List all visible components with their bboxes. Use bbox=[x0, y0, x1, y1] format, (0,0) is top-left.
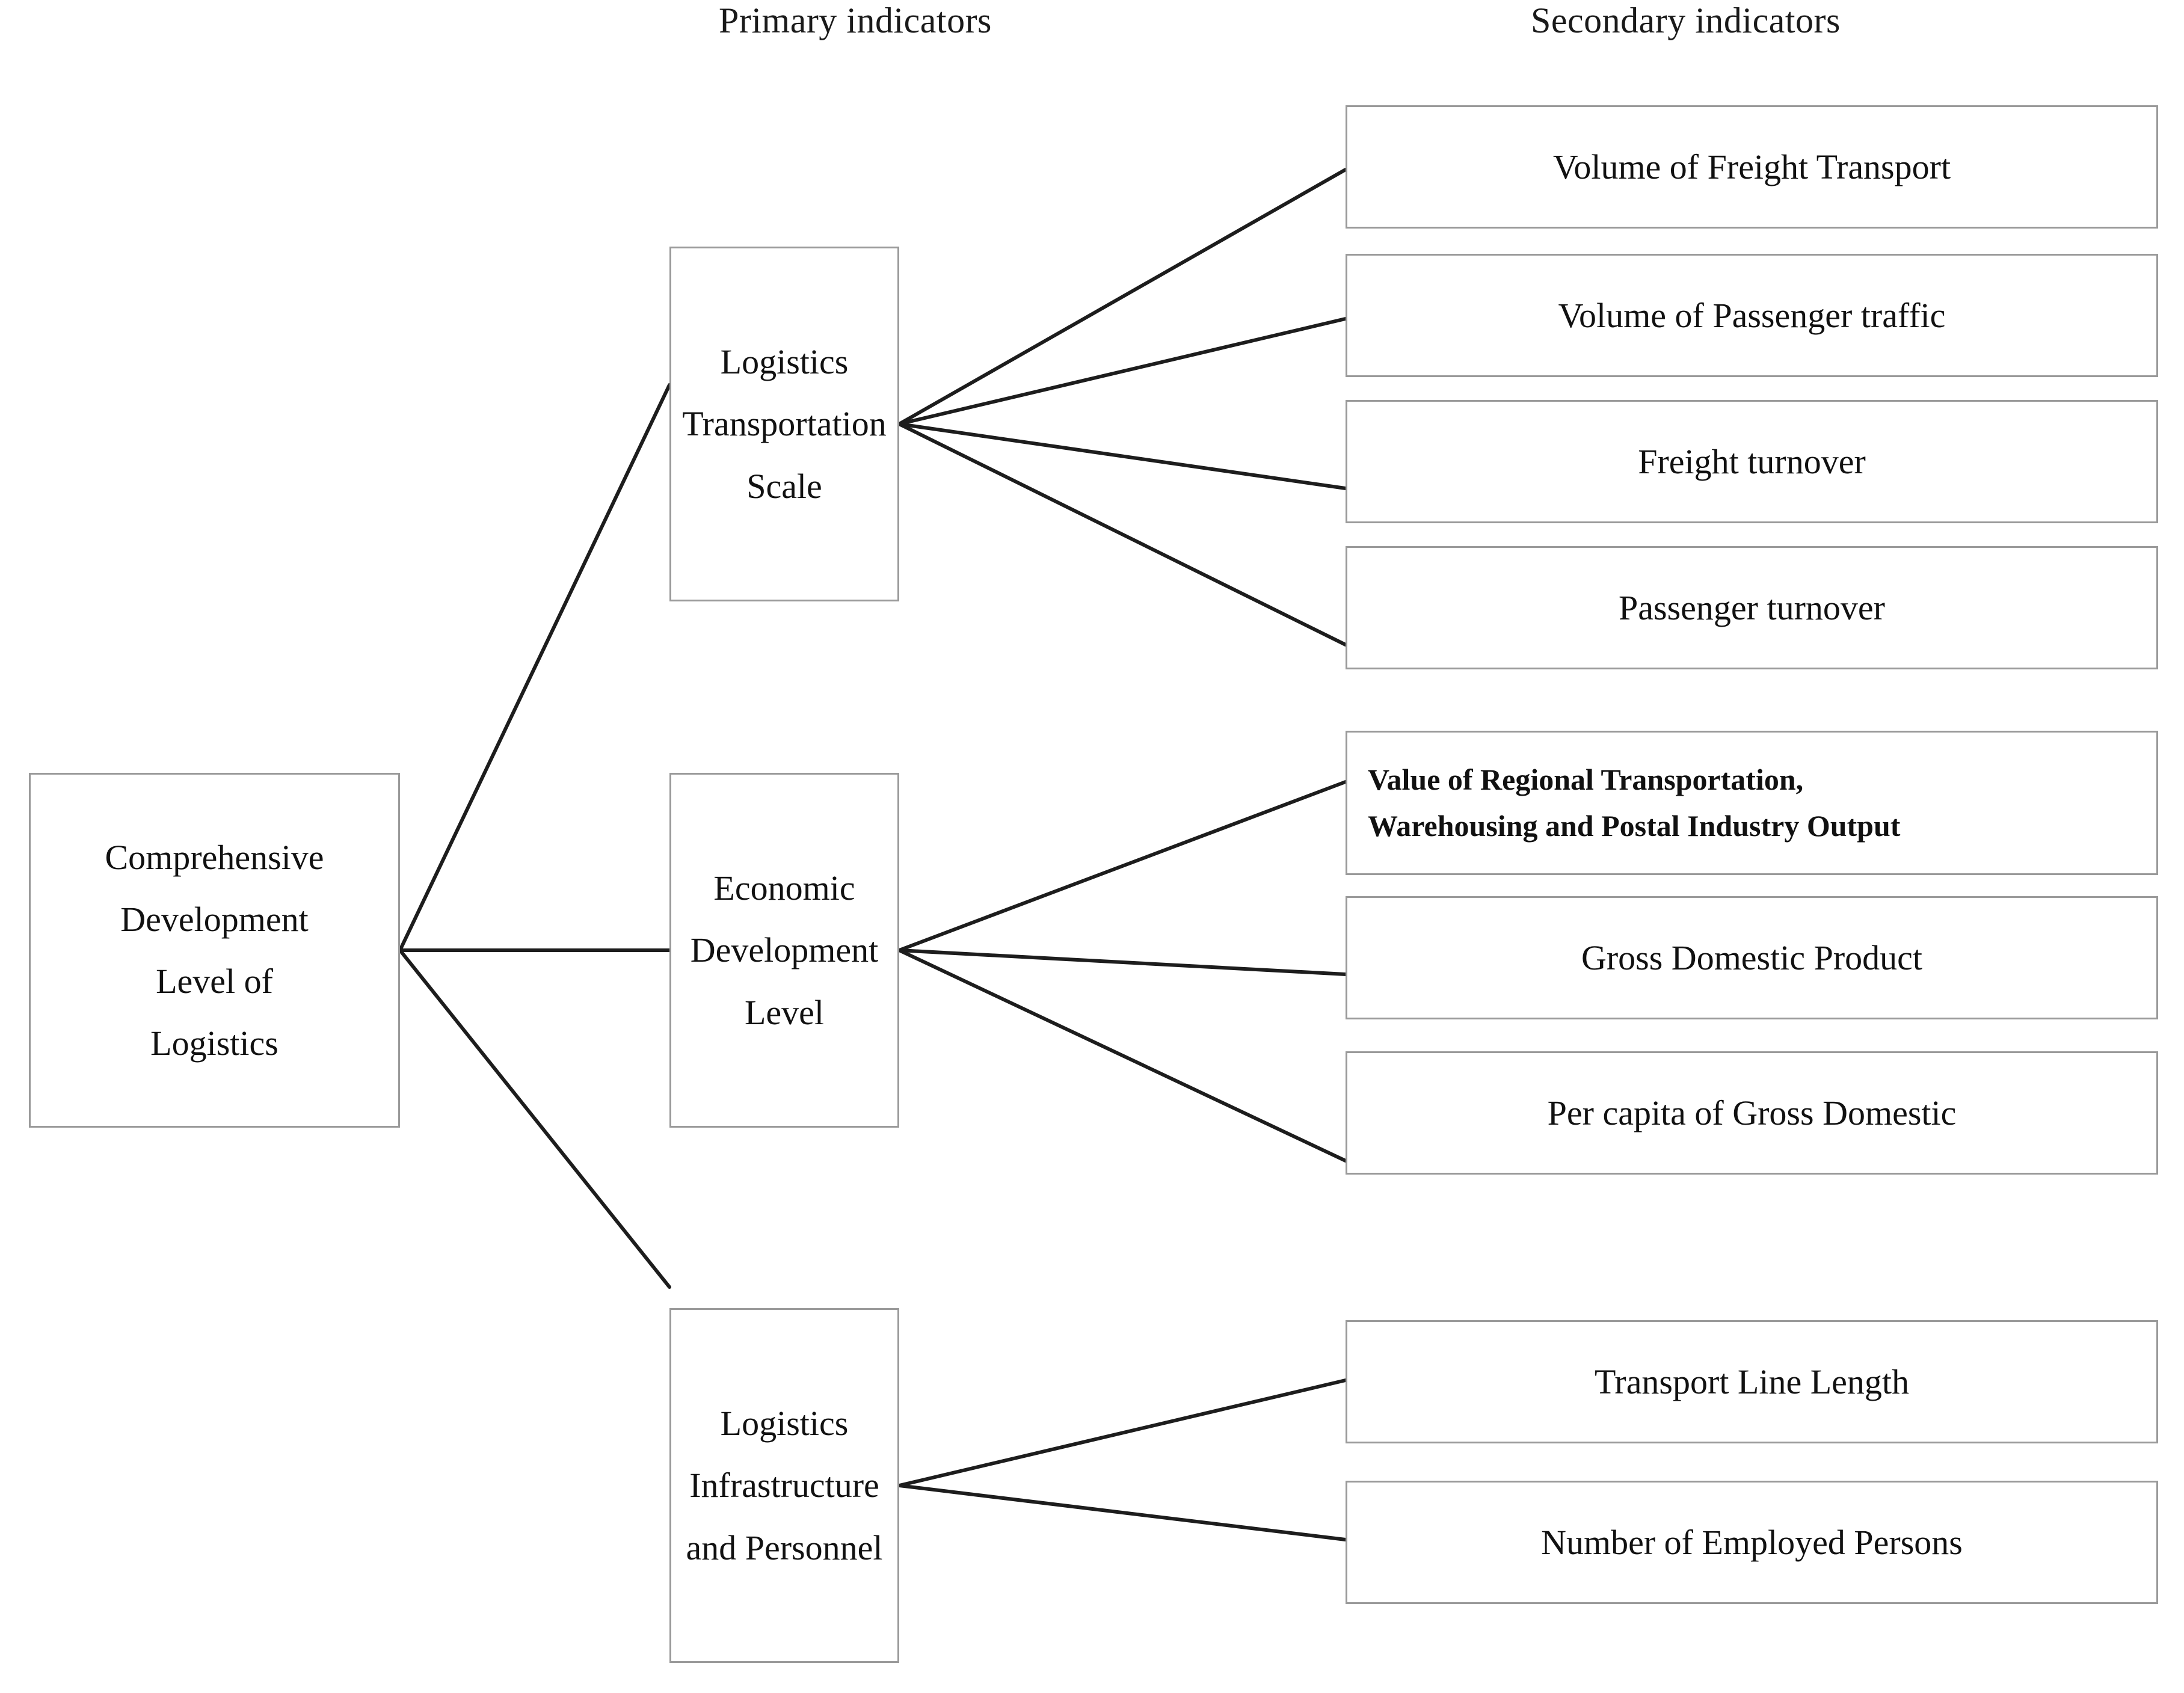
connector-root-to-primary-3 bbox=[398, 948, 671, 1289]
secondary-node-volume-of-freight-transport[interactable]: Volume of Freight Transport bbox=[1346, 105, 2158, 229]
connector-root-to-primary-1 bbox=[398, 383, 671, 952]
secondary-node-passenger-turnover[interactable]: Passenger turnover bbox=[1346, 546, 2158, 669]
secondary-node-label: Volume of Passenger traffic bbox=[1558, 295, 1946, 335]
secondary-node-label: Volume of Freight Transport bbox=[1552, 147, 1951, 186]
connector-p2-to-s7 bbox=[897, 948, 1347, 1163]
connector-p2-to-s6 bbox=[897, 948, 1347, 976]
column-header-secondary: Secondary indicators bbox=[1531, 1, 1841, 40]
secondary-node-label: Gross Domestic Product bbox=[1581, 938, 1923, 977]
connector-p1-to-s1 bbox=[897, 168, 1347, 426]
secondary-node-gross-domestic-product[interactable]: Gross Domestic Product bbox=[1346, 896, 2158, 1019]
secondary-node-label: Transport Line Length bbox=[1594, 1362, 1910, 1401]
secondary-node-label: Passenger turnover bbox=[1619, 588, 1885, 627]
secondary-node-value-of-regional-transportation-warehousing-and-postal-industry-output[interactable]: Value of Regional Transportation,Warehou… bbox=[1346, 731, 2158, 875]
connector-p1-to-s4 bbox=[897, 422, 1347, 647]
secondary-node-transport-line-length[interactable]: Transport Line Length bbox=[1346, 1320, 2158, 1443]
secondary-node-volume-of-passenger-traffic[interactable]: Volume of Passenger traffic bbox=[1346, 254, 2158, 377]
secondary-node-freight-turnover[interactable]: Freight turnover bbox=[1346, 400, 2158, 523]
secondary-node-per-capita-of-gross-domestic[interactable]: Per capita of Gross Domestic bbox=[1346, 1051, 2158, 1175]
secondary-node-label: Per capita of Gross Domestic bbox=[1547, 1093, 1957, 1132]
connector-p1-to-s2 bbox=[897, 317, 1347, 426]
secondary-node-label: Number of Employed Persons bbox=[1541, 1522, 1963, 1562]
connector-p3-to-s8 bbox=[897, 1378, 1347, 1487]
connector-p2-to-s5 bbox=[897, 780, 1347, 952]
connector-p1-to-s3 bbox=[897, 422, 1347, 490]
connector-p3-to-s9 bbox=[897, 1484, 1347, 1541]
column-header-primary: Primary indicators bbox=[719, 1, 992, 40]
secondary-node-number-of-employed-persons[interactable]: Number of Employed Persons bbox=[1346, 1481, 2158, 1604]
secondary-node-label: Freight turnover bbox=[1638, 441, 1866, 481]
secondary-node-label: Value of Regional Transportation,Warehou… bbox=[1368, 762, 1901, 843]
